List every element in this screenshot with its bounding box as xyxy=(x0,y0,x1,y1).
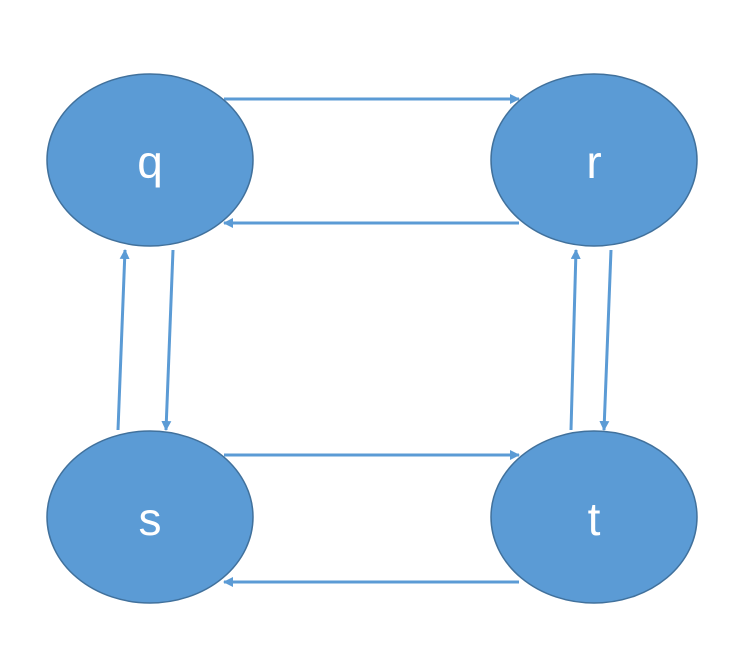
nodes-group: q r s t xyxy=(46,73,698,604)
node-r: r xyxy=(490,73,698,247)
node-q: q xyxy=(46,73,254,247)
node-r-shape xyxy=(490,73,698,247)
node-s: s xyxy=(46,430,254,604)
node-t-label: t xyxy=(588,493,601,545)
node-t-shape xyxy=(490,430,698,604)
node-q-label: q xyxy=(137,136,163,188)
node-q-shape xyxy=(46,73,254,247)
node-r-label: r xyxy=(586,136,601,188)
node-s-shape xyxy=(46,430,254,604)
edges-group xyxy=(116,94,613,587)
edge-r-to-t xyxy=(599,249,613,431)
edge-t-to-r xyxy=(569,249,581,431)
edge-s-to-q xyxy=(116,249,130,431)
edge-q-to-s xyxy=(161,249,175,431)
node-s-label: s xyxy=(139,493,162,545)
node-t: t xyxy=(490,430,698,604)
